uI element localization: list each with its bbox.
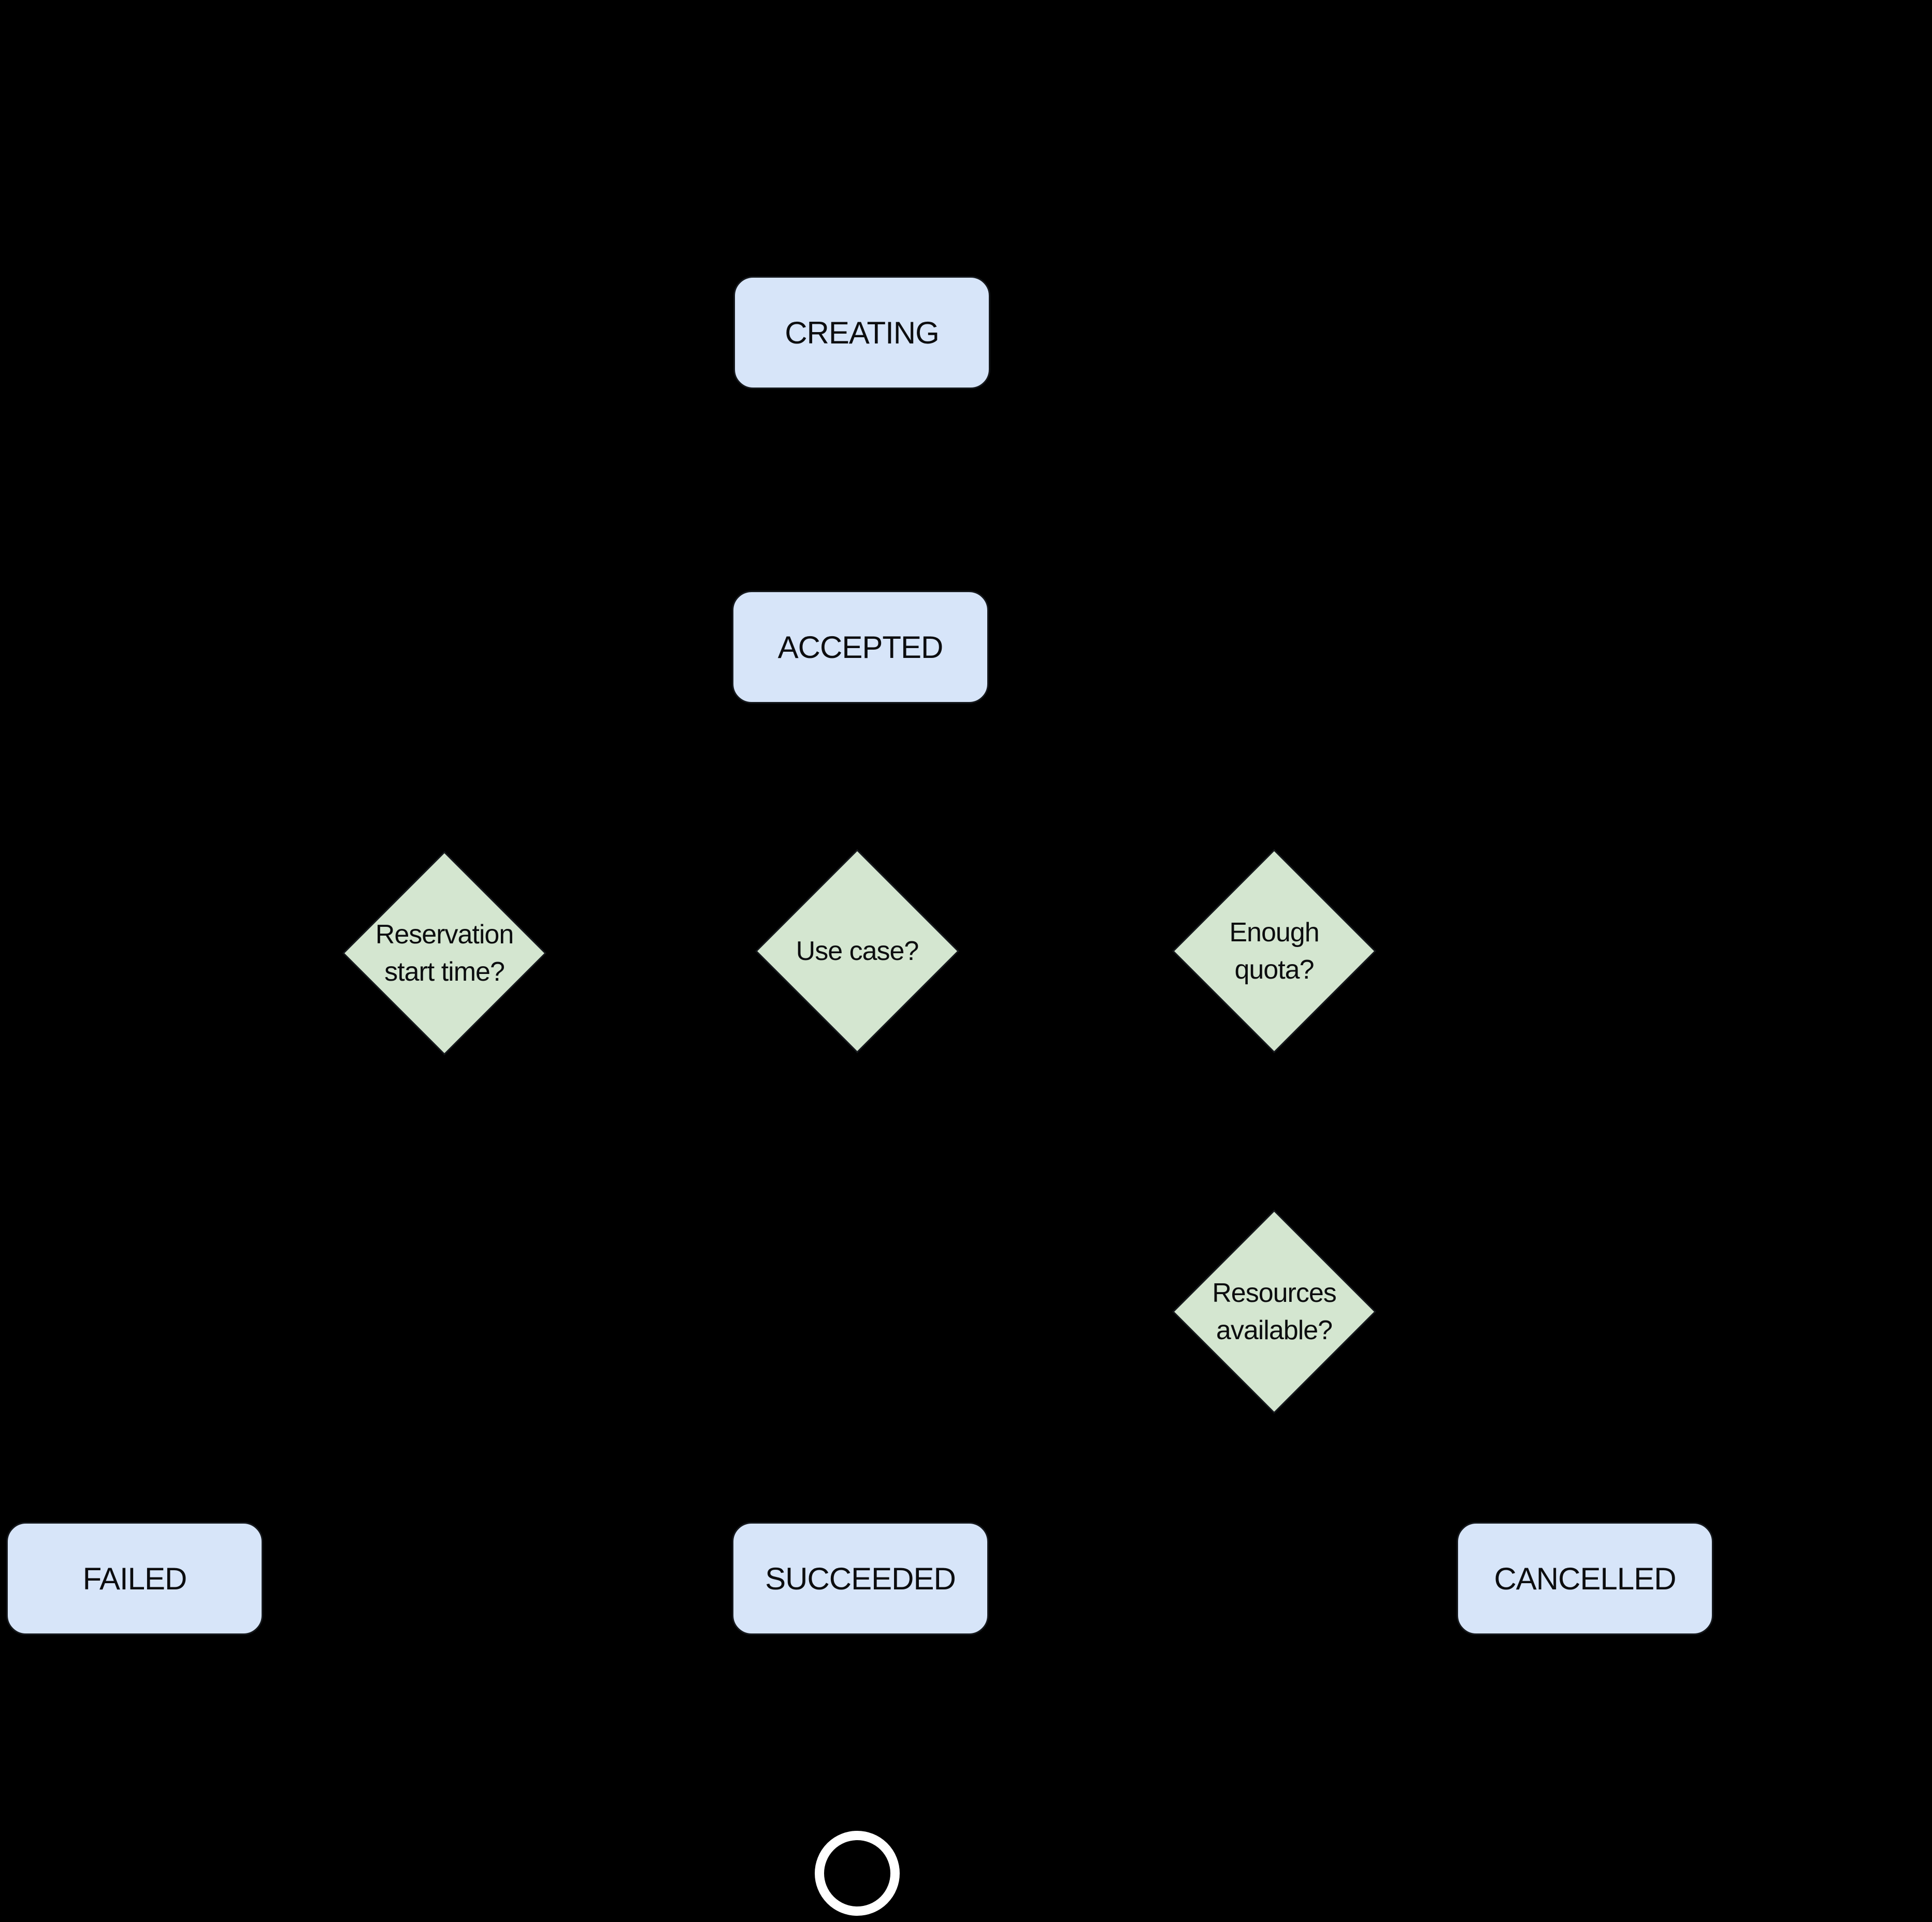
state-node-failed: FAILED bbox=[6, 1522, 263, 1635]
decision-label-enough-quota: Enough quota? bbox=[1229, 914, 1319, 988]
state-label-accepted: ACCEPTED bbox=[777, 629, 944, 665]
state-node-creating: CREATING bbox=[733, 276, 990, 389]
state-node-accepted: ACCEPTED bbox=[732, 591, 989, 704]
decision-label-line: Reservation bbox=[375, 920, 514, 950]
diamond-shape-icon bbox=[1172, 849, 1377, 1054]
decision-label-use-case: Use case? bbox=[796, 933, 919, 970]
state-label-creating: CREATING bbox=[785, 315, 940, 350]
state-label-failed: FAILED bbox=[82, 1561, 188, 1596]
diamond-shape-icon bbox=[1172, 1209, 1377, 1414]
decision-node-enough-quota: Enough quota? bbox=[1172, 849, 1377, 1054]
decision-label-resources-available: Resources available? bbox=[1212, 1274, 1337, 1349]
state-node-succeeded: SUCCEEDED bbox=[732, 1522, 989, 1635]
state-node-cancelled: CANCELLED bbox=[1457, 1522, 1713, 1635]
diamond-shape-icon bbox=[755, 849, 960, 1054]
decision-node-use-case: Use case? bbox=[755, 849, 960, 1054]
state-label-succeeded: SUCCEEDED bbox=[765, 1561, 956, 1596]
decision-label-line: Resources bbox=[1212, 1278, 1337, 1308]
decision-label-line: Enough bbox=[1229, 917, 1319, 948]
end-state-circle-icon bbox=[815, 1831, 900, 1916]
decision-label-line: start time? bbox=[384, 957, 505, 987]
state-label-cancelled: CANCELLED bbox=[1494, 1561, 1676, 1596]
decision-label-line: Use case? bbox=[796, 936, 919, 966]
decision-label-line: available? bbox=[1216, 1315, 1333, 1345]
decision-node-resources-available: Resources available? bbox=[1172, 1209, 1377, 1414]
diamond-shape-icon bbox=[342, 851, 547, 1056]
decision-label-line: quota? bbox=[1234, 955, 1314, 985]
decision-label-reservation-start-time: Reservation start time? bbox=[375, 916, 514, 991]
decision-node-reservation-start-time: Reservation start time? bbox=[342, 851, 547, 1056]
